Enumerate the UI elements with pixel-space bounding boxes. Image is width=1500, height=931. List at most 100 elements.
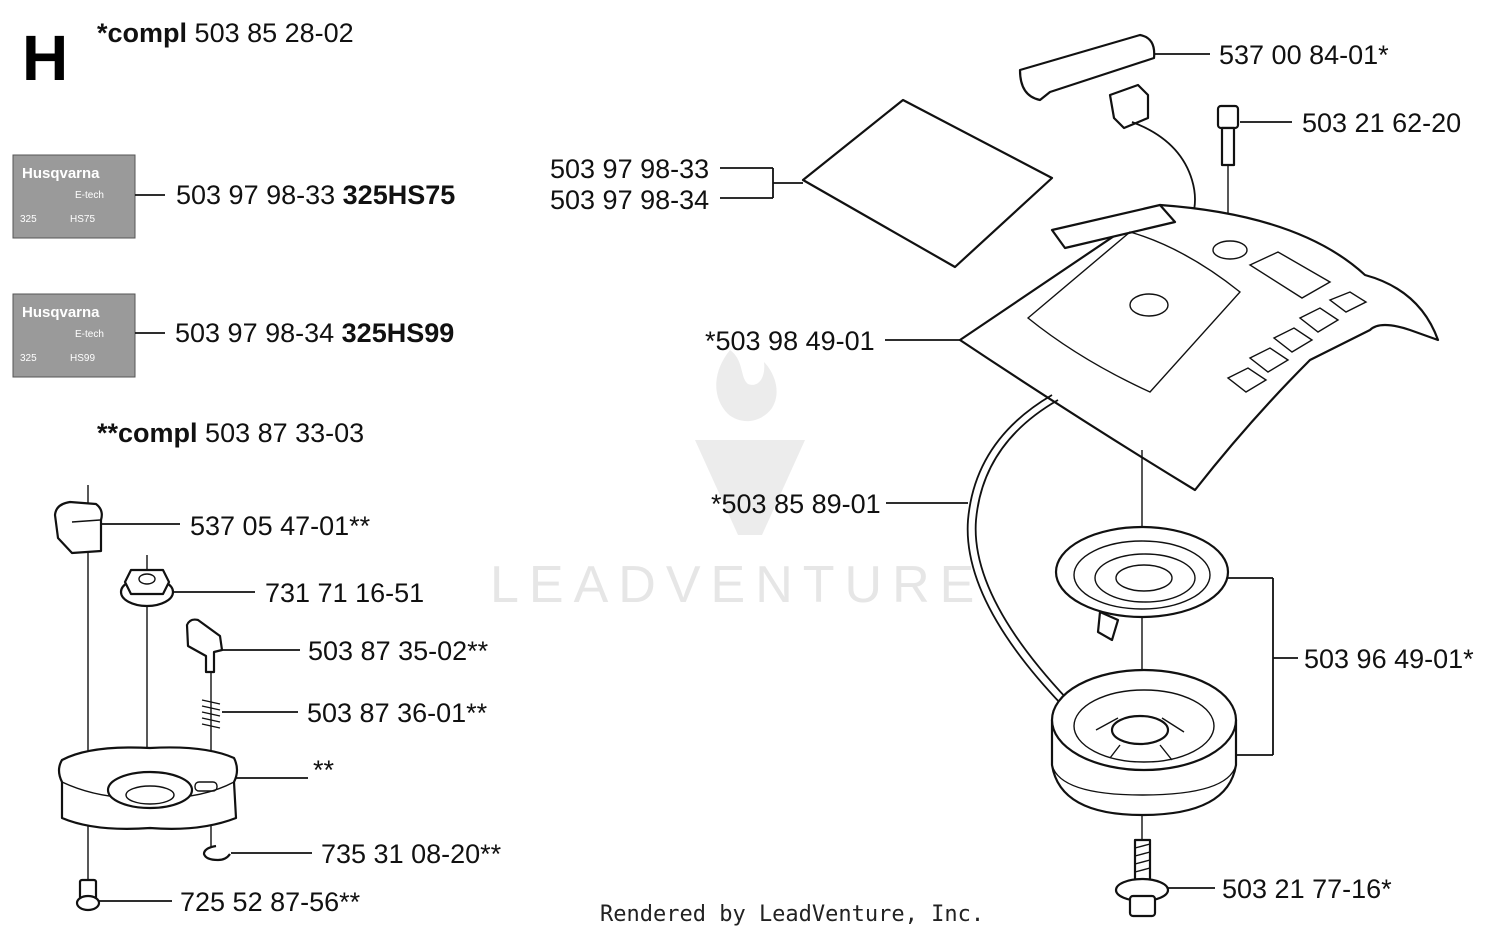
decal-sheet-part (720, 98, 1054, 269)
pulley-part (1050, 668, 1238, 817)
handle-part (1018, 33, 1210, 219)
cover-rear-lip (1050, 203, 1177, 250)
cover-screw-hole (1212, 240, 1248, 260)
cover-body (958, 203, 1440, 492)
cord-part (886, 394, 1069, 706)
handle-grip (1018, 33, 1156, 102)
decal-hs99-sticker (12, 293, 136, 378)
secondary-assembly-number: 503 87 33-03 (205, 418, 364, 448)
label-circlip: 735 31 08-20** (321, 839, 502, 869)
label-cover: *503 98 49-01 (705, 326, 875, 356)
screw-top-part (1216, 104, 1292, 240)
pin-part (185, 618, 300, 674)
nut-hex (123, 568, 171, 596)
bolt-bottom-thread (1134, 843, 1151, 873)
cover-vent-3 (1272, 327, 1314, 353)
pin-body (185, 618, 224, 674)
decal-hs99-brand: Husqvarna (22, 304, 100, 321)
pawl-body (53, 500, 103, 555)
decal-hs75-label: 503 97 98-33 325HS75 (176, 180, 455, 210)
decal-hs75-model: 325HS75 (343, 180, 456, 210)
label-decal-33: 503 97 98-33 (550, 154, 709, 184)
decal-hs75-part: 503 97 98-33 (176, 180, 335, 210)
recoil-spring-outer (1054, 525, 1230, 619)
label-decal-34: 503 97 98-34 (550, 185, 709, 215)
starter-cord (966, 394, 1063, 706)
nut-part (119, 568, 255, 608)
cover-window (1026, 231, 1242, 393)
recoil-spring-tail (1096, 610, 1120, 642)
screw-top-head (1216, 104, 1240, 130)
label-spring: 503 87 36-01** (307, 698, 488, 728)
cover-vent-1 (1328, 291, 1368, 313)
decal-hs99-badge: HS99 (70, 353, 95, 364)
label-nut: 731 71 16-51 (265, 578, 424, 608)
housing-slot (194, 781, 218, 792)
recoil-spring-coil-2 (1094, 553, 1196, 603)
decal-hs99-model-short: 325 (20, 353, 37, 364)
label-screw-top: 503 21 62-20 (1302, 108, 1461, 138)
secondary-assembly-title: **compl 503 87 33-03 (97, 418, 364, 448)
bracket-pulley-spring (1228, 577, 1298, 756)
pulley-groove (1051, 764, 1237, 796)
screw-bottom-head (75, 894, 101, 912)
label-housing: ** (313, 755, 335, 785)
pawl-part (53, 500, 180, 555)
cover-vent-4 (1248, 347, 1290, 373)
recoil-spring-coil-3 (1115, 564, 1173, 592)
bolt-bottom-part (1114, 838, 1215, 918)
decal-hs75-subline: E-tech (75, 190, 104, 201)
main-assembly-title: *compl 503 85 28-02 (97, 18, 354, 48)
label-pin: 503 87 35-02** (308, 636, 489, 666)
label-bolt-bottom: 503 21 77-16* (1222, 874, 1392, 904)
cover-vent-2 (1298, 307, 1340, 333)
secondary-assembly-prefix: **compl (97, 418, 198, 448)
decal-hs75-brand: Husqvarna (22, 165, 100, 182)
cover-hole (1129, 293, 1169, 317)
label-pulley-spring: 503 96 49-01* (1304, 644, 1474, 674)
bolt-bottom-head (1128, 894, 1157, 918)
watermark-text: LEADVENTURE (490, 556, 984, 614)
pulley-inner (1073, 689, 1215, 763)
screw-top-shank (1220, 126, 1236, 167)
decal-hs99-label: 503 97 98-34 325HS99 (175, 318, 454, 348)
starter-cord-edge (974, 399, 1069, 701)
decal-hs75-sticker (12, 154, 136, 239)
main-assembly-number: 503 85 28-02 (195, 18, 354, 48)
label-pawl: 537 05 47-01** (190, 511, 371, 541)
label-screw-bottom: 725 52 87-56** (180, 887, 361, 917)
circlip-part (202, 844, 312, 862)
decal-hs99-subline: E-tech (75, 329, 104, 340)
section-letter: H (22, 22, 68, 94)
cover-vent-5 (1226, 367, 1268, 393)
pulley-ribs (1095, 717, 1185, 761)
decal-hs99-part: 503 97 98-34 (175, 318, 334, 348)
pawl-edge (71, 519, 101, 523)
watermark: LEADVENTURE (490, 350, 984, 614)
decal-hs99-model: 325HS99 (342, 318, 455, 348)
handle-rope (1131, 121, 1196, 219)
logo-v-icon (695, 440, 805, 535)
spring-coils (201, 699, 221, 729)
flame-icon (716, 350, 777, 422)
footer-credit: Rendered by LeadVenture, Inc. (600, 902, 984, 927)
decal-hs75-model-short: 325 (20, 214, 37, 225)
housing-part (57, 746, 308, 830)
housing-center-ring (106, 770, 194, 810)
recoil-spring-part (1054, 525, 1230, 642)
recoil-spring-coil-1 (1073, 540, 1211, 610)
label-handle: 537 00 84-01* (1219, 40, 1389, 70)
screw-bottom-part (75, 878, 172, 912)
housing-center-bore (125, 785, 175, 805)
handle-sleeve (1108, 83, 1150, 130)
decal-hs75: Husqvarna E-tech 325 HS75 503 97 98-33 3… (12, 154, 455, 239)
cover-part (885, 203, 1440, 492)
nut-bore (138, 573, 156, 585)
decal-hs99: Husqvarna E-tech 325 HS99 503 97 98-34 3… (12, 293, 454, 378)
decal-sheet (801, 98, 1054, 269)
cover-vent-long (1248, 251, 1332, 299)
pulley-hub (1110, 714, 1170, 746)
decal-hs75-badge: HS75 (70, 214, 95, 225)
